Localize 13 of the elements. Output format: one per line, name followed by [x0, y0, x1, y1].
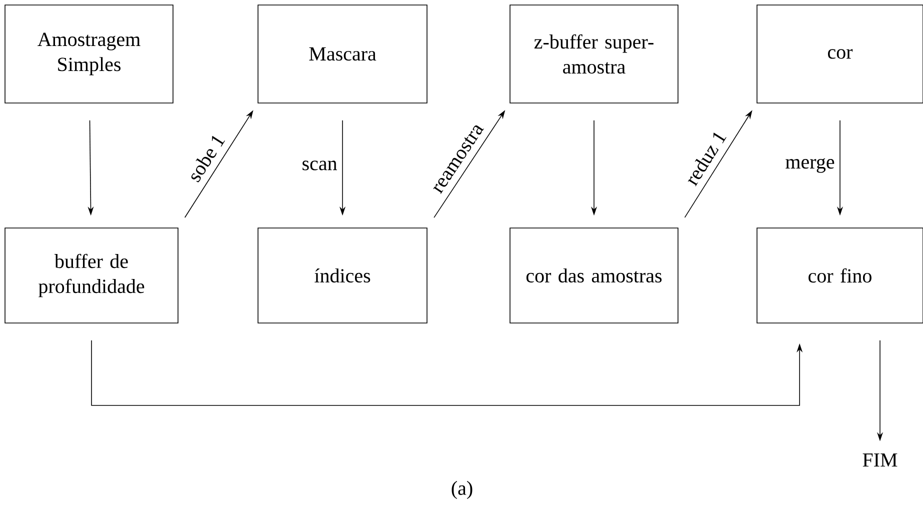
- edge-label: sobe 1: [184, 130, 228, 185]
- process-box: Amostragem Simples: [4, 4, 174, 104]
- process-box: buffer de profundidade: [4, 228, 178, 324]
- process-box: cor: [756, 4, 923, 104]
- process-box: cor fino: [756, 228, 923, 324]
- end-label: FIM: [862, 453, 898, 467]
- process-box: Mascara: [258, 4, 428, 104]
- process-box: índices: [258, 228, 428, 324]
- caption: (a): [452, 480, 472, 500]
- edge-label: merge: [784, 157, 836, 174]
- edge-label: scan: [300, 160, 338, 172]
- process-box: cor das amostras: [510, 228, 678, 324]
- process-box: z-buffer super-amostra: [510, 4, 678, 104]
